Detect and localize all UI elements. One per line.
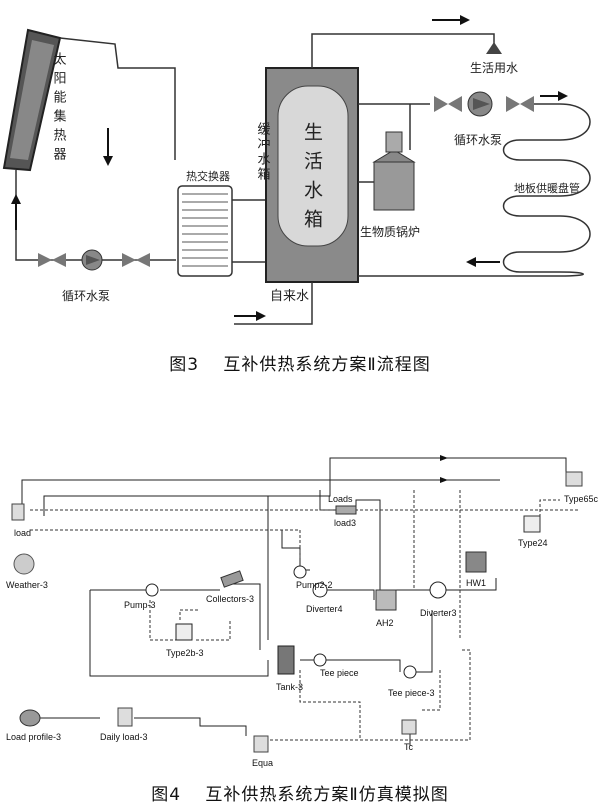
label-collectors: Collectors-3 [206, 594, 254, 604]
pump3-icon [145, 583, 159, 597]
label-type24: Type24 [518, 538, 548, 548]
label-diverter3: Diverter3 [420, 608, 457, 618]
label-heat-exchanger: 热交换器 [186, 169, 230, 183]
equa-icon [253, 735, 269, 753]
solar-collector-panel [2, 28, 62, 172]
label-tank: Tank-3 [276, 682, 303, 692]
figure-3-caption: 图3 互补供热系统方案Ⅱ流程图 [169, 355, 431, 375]
label-type65c: Type65c [564, 494, 599, 504]
label-load-profile: Load profile-3 [6, 732, 61, 742]
weather-icon [13, 553, 35, 575]
label-tee: Tee piece [320, 668, 359, 678]
type24-icon [523, 515, 541, 533]
collectors-icon [220, 570, 244, 588]
type2b-icon [175, 623, 193, 641]
diverter4-icon [312, 582, 328, 598]
label-tc: Tc [404, 742, 414, 752]
load-icon [11, 503, 25, 521]
label-daily-load: Daily load-3 [100, 732, 148, 742]
label-diverter4: Diverter4 [306, 604, 343, 614]
floor-heating-coil [358, 103, 591, 277]
label-hw1: HW1 [466, 578, 486, 588]
label-left-pump: 循环水泵 [62, 289, 110, 303]
label-load: load [14, 528, 31, 538]
domestic-water-nozzle [486, 42, 502, 54]
label-biomass-boiler: 生物质锅炉 [360, 224, 420, 239]
label-type2b: Type2b-3 [166, 648, 204, 658]
label-weather: Weather-3 [6, 580, 48, 590]
label-loads: Loads [328, 494, 353, 504]
daily-load-icon [117, 707, 133, 727]
label-pump22: Pump2-2 [296, 580, 333, 590]
tee3-icon [403, 665, 417, 679]
load3-icon [335, 505, 357, 515]
ah2-icon [375, 589, 397, 611]
figure-4-caption: 图4 互补供热系统方案Ⅱ仿真模拟图 [151, 785, 449, 805]
label-right-pump: 循环水泵 [454, 133, 502, 147]
biomass-boiler [372, 131, 416, 211]
label-buffer-tank: 缓冲水箱 [255, 122, 271, 182]
pump22-icon [293, 565, 307, 579]
label-tap-water: 自来水 [270, 289, 309, 304]
tee-icon [313, 653, 327, 667]
label-domestic-water: 生活用水 [470, 61, 518, 75]
label-solar-collector: 太阳能集热器 [51, 52, 67, 166]
left-valve-1 [38, 253, 66, 267]
label-ah2: AH2 [376, 618, 394, 628]
heat-exchanger-body [177, 185, 233, 277]
label-water-tank: 生活水箱 [301, 122, 323, 238]
load-profile-icon [19, 709, 41, 727]
hw1-icon [465, 551, 487, 573]
diverter3-icon [429, 581, 447, 599]
label-load3: load3 [334, 518, 356, 528]
figure-3-diagram: 太阳能集热器 热交换器 缓冲水箱 生活水箱 生活用水 循环水泵 地板供暖盘管 生… [0, 0, 600, 345]
figure-4-diagram: load Weather-3 Pump-3 Collectors-3 Type2… [0, 440, 600, 770]
right-valve-2 [506, 96, 534, 112]
tc-icon [401, 719, 417, 735]
label-equa: Equa [252, 758, 273, 768]
label-pump3: Pump-3 [124, 600, 156, 610]
type65c-icon [565, 471, 583, 487]
tank-icon [277, 645, 295, 675]
left-valve-2 [122, 253, 150, 267]
right-valve-1 [434, 96, 462, 112]
label-tee3: Tee piece-3 [388, 688, 435, 698]
main-tank [265, 67, 359, 283]
label-floor-heating: 地板供暖盘管 [514, 181, 580, 195]
